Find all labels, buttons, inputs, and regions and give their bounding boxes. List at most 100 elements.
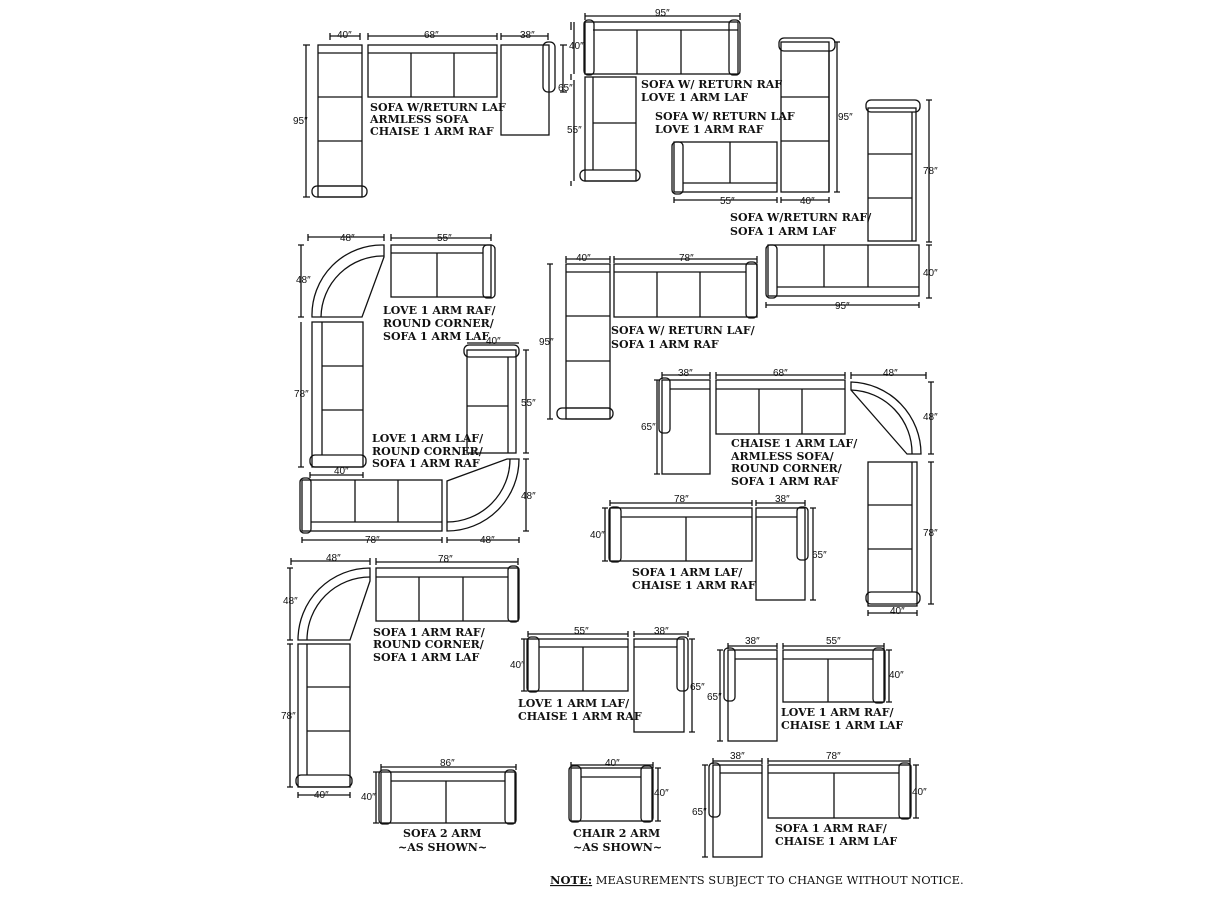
- dim-width: 40″: [334, 466, 349, 477]
- config-caption: SOFA W/ RETURN LAF/ SOFA 1 ARM RAF: [611, 324, 759, 351]
- armless-sofa-body: [715, 379, 846, 435]
- config-sofa-return-laf-armless-chaise: 40″ 68″ 38″ 95″ SOFA W/RETURN LAF ARMLES…: [293, 30, 567, 198]
- dim-depth: 40″: [510, 660, 525, 671]
- config-sofa-return-raf-love-laf: 95″ 40″ 55″ 65″ SOFA W/ RETURN RAF LOVE …: [558, 8, 786, 186]
- arm: [583, 19, 595, 76]
- dim-width: 40″: [486, 336, 501, 347]
- dim-width: 40″: [605, 758, 620, 769]
- dim-width: 55″: [720, 196, 735, 207]
- arm: [482, 244, 496, 299]
- love-body: [782, 649, 885, 703]
- dim-width: 48″: [883, 368, 898, 379]
- dim-depth: 65″: [641, 422, 656, 433]
- dim-width: 55″: [574, 626, 589, 637]
- love-body: [673, 141, 778, 193]
- arm: [311, 185, 368, 198]
- dim-depth: 48″: [521, 491, 536, 502]
- sofa-body: [767, 764, 911, 819]
- dim-width: 38″: [654, 626, 669, 637]
- sofa-body: [867, 461, 918, 607]
- dim-width: 48″: [340, 233, 355, 244]
- dim-width: 78″: [438, 554, 453, 565]
- armless-sofa-body: [367, 44, 498, 98]
- config-caption: SOFA 2 ARM ~AS SHOWN~: [398, 827, 487, 854]
- dim-depth: 95″: [293, 116, 308, 127]
- dim-width: 78″: [365, 535, 380, 546]
- arm: [728, 19, 741, 76]
- arm: [526, 636, 540, 693]
- sofa-body: [767, 244, 920, 297]
- dim-width: 86″: [440, 758, 455, 769]
- config-caption: CHAISE 1 ARM LAF/ ARMLESS SOFA/ ROUND CO…: [730, 437, 861, 488]
- return-sofa-body: [317, 44, 363, 198]
- dim-width: 38″: [678, 368, 693, 379]
- config-sofa-raf-corner-sofa-laf: 48″ 78″ 48″ 78″ 40″ SOFA 1 ARM RAF/ ROUN…: [281, 553, 520, 801]
- dim-depth: 40″: [923, 268, 938, 279]
- dim-depth: 48″: [283, 596, 298, 607]
- note-label: NOTE:: [550, 873, 592, 887]
- sofa-body: [375, 567, 519, 622]
- config-sofa-return-raf-sofa-laf: 78″ 40″ 95″ SOFA W/RETURN RAF/ SOFA 1 AR…: [730, 99, 938, 312]
- config-love-raf-chaise-laf: 38″ 55″ 65″ 40″ LOVE 1 ARM RAF/ CHAISE 1…: [707, 636, 904, 742]
- arm: [778, 37, 836, 52]
- dim-depth: 40″: [569, 41, 584, 52]
- config-caption: SOFA W/ RETURN RAF LOVE 1 ARM LAF: [641, 78, 786, 104]
- chaise-body: [633, 638, 685, 733]
- arm: [865, 99, 921, 113]
- sofa-body: [867, 107, 917, 242]
- arm: [671, 141, 684, 195]
- dim-width: 40″: [576, 253, 591, 264]
- love-body: [527, 638, 629, 692]
- chaise-arm: [676, 636, 689, 692]
- dim-depth: 78″: [923, 528, 938, 539]
- arm: [378, 769, 392, 825]
- dim-depth: 40″: [889, 670, 904, 681]
- config-chair-2-arm: 40″ 40″ CHAIR 2 ARM ~AS SHOWN~: [568, 758, 669, 854]
- round-corner: [311, 244, 385, 318]
- chaise-arm: [796, 506, 809, 561]
- love-body: [466, 349, 517, 454]
- dim-depth: 40″: [654, 788, 669, 799]
- config-caption: LOVE 1 ARM LAF/ CHAISE 1 ARM RAF: [518, 697, 642, 723]
- dim-depth: 40″: [361, 792, 376, 803]
- dim-depth: 95″: [838, 112, 853, 123]
- dim-width: 95″: [835, 301, 850, 312]
- seat-lines: [318, 52, 362, 187]
- dim-depth: 65″: [690, 682, 705, 693]
- chair-body: [570, 767, 653, 822]
- footer-note: NOTE: MEASUREMENTS SUBJECT TO CHANGE WIT…: [550, 873, 964, 887]
- config-caption: SOFA 1 ARM RAF/ ROUND CORNER/ SOFA 1 ARM…: [373, 626, 489, 664]
- note-body: MEASUREMENTS SUBJECT TO CHANGE WITHOUT N…: [592, 873, 964, 887]
- dim-width: 48″: [326, 553, 341, 564]
- dim-width: 48″: [480, 535, 495, 546]
- round-corner: [446, 458, 520, 532]
- dim-depth: 78″: [294, 389, 309, 400]
- config-love-laf-chaise-raf: 55″ 38″ 40″ 65″ LOVE 1 ARM LAF/ CHAISE 1…: [510, 626, 705, 733]
- config-caption: LOVE 1 ARM RAF/ ROUND CORNER/ SOFA 1 ARM…: [383, 304, 499, 343]
- config-sofa-2-arm: 86″ 40″ SOFA 2 ARM ~AS SHOWN~: [361, 758, 517, 854]
- dim-depth: 65″: [558, 83, 573, 94]
- dim-width: 38″: [775, 494, 790, 505]
- dim-depth: 95″: [539, 337, 554, 348]
- arm: [579, 169, 641, 182]
- dim-width: 95″: [655, 8, 670, 19]
- arm: [765, 244, 778, 299]
- sofa-body: [297, 643, 351, 788]
- arm: [745, 261, 758, 319]
- chaise-body: [500, 44, 550, 136]
- chaise-body: [661, 379, 711, 475]
- dim-depth: 78″: [281, 711, 296, 722]
- dim-width: 38″: [520, 30, 535, 41]
- dim-width: 68″: [773, 368, 788, 379]
- dim-width: 55″: [826, 636, 841, 647]
- dim-width: 40″: [337, 30, 352, 41]
- config-sofa-return-laf-love-raf: 55″ 40″ 95″ SOFA W/ RETURN LAF LOVE 1 AR…: [655, 37, 853, 207]
- config-caption: SOFA 1 ARM LAF/ CHAISE 1 ARM RAF: [632, 566, 756, 592]
- arm: [608, 506, 622, 563]
- note-text: NOTE: MEASUREMENTS SUBJECT TO CHANGE WIT…: [550, 873, 964, 887]
- config-caption: CHAIR 2 ARM ~AS SHOWN~: [573, 827, 664, 854]
- sofa-body: [311, 321, 364, 468]
- chaise-arm: [723, 647, 736, 702]
- return-sofa-body: [565, 263, 611, 420]
